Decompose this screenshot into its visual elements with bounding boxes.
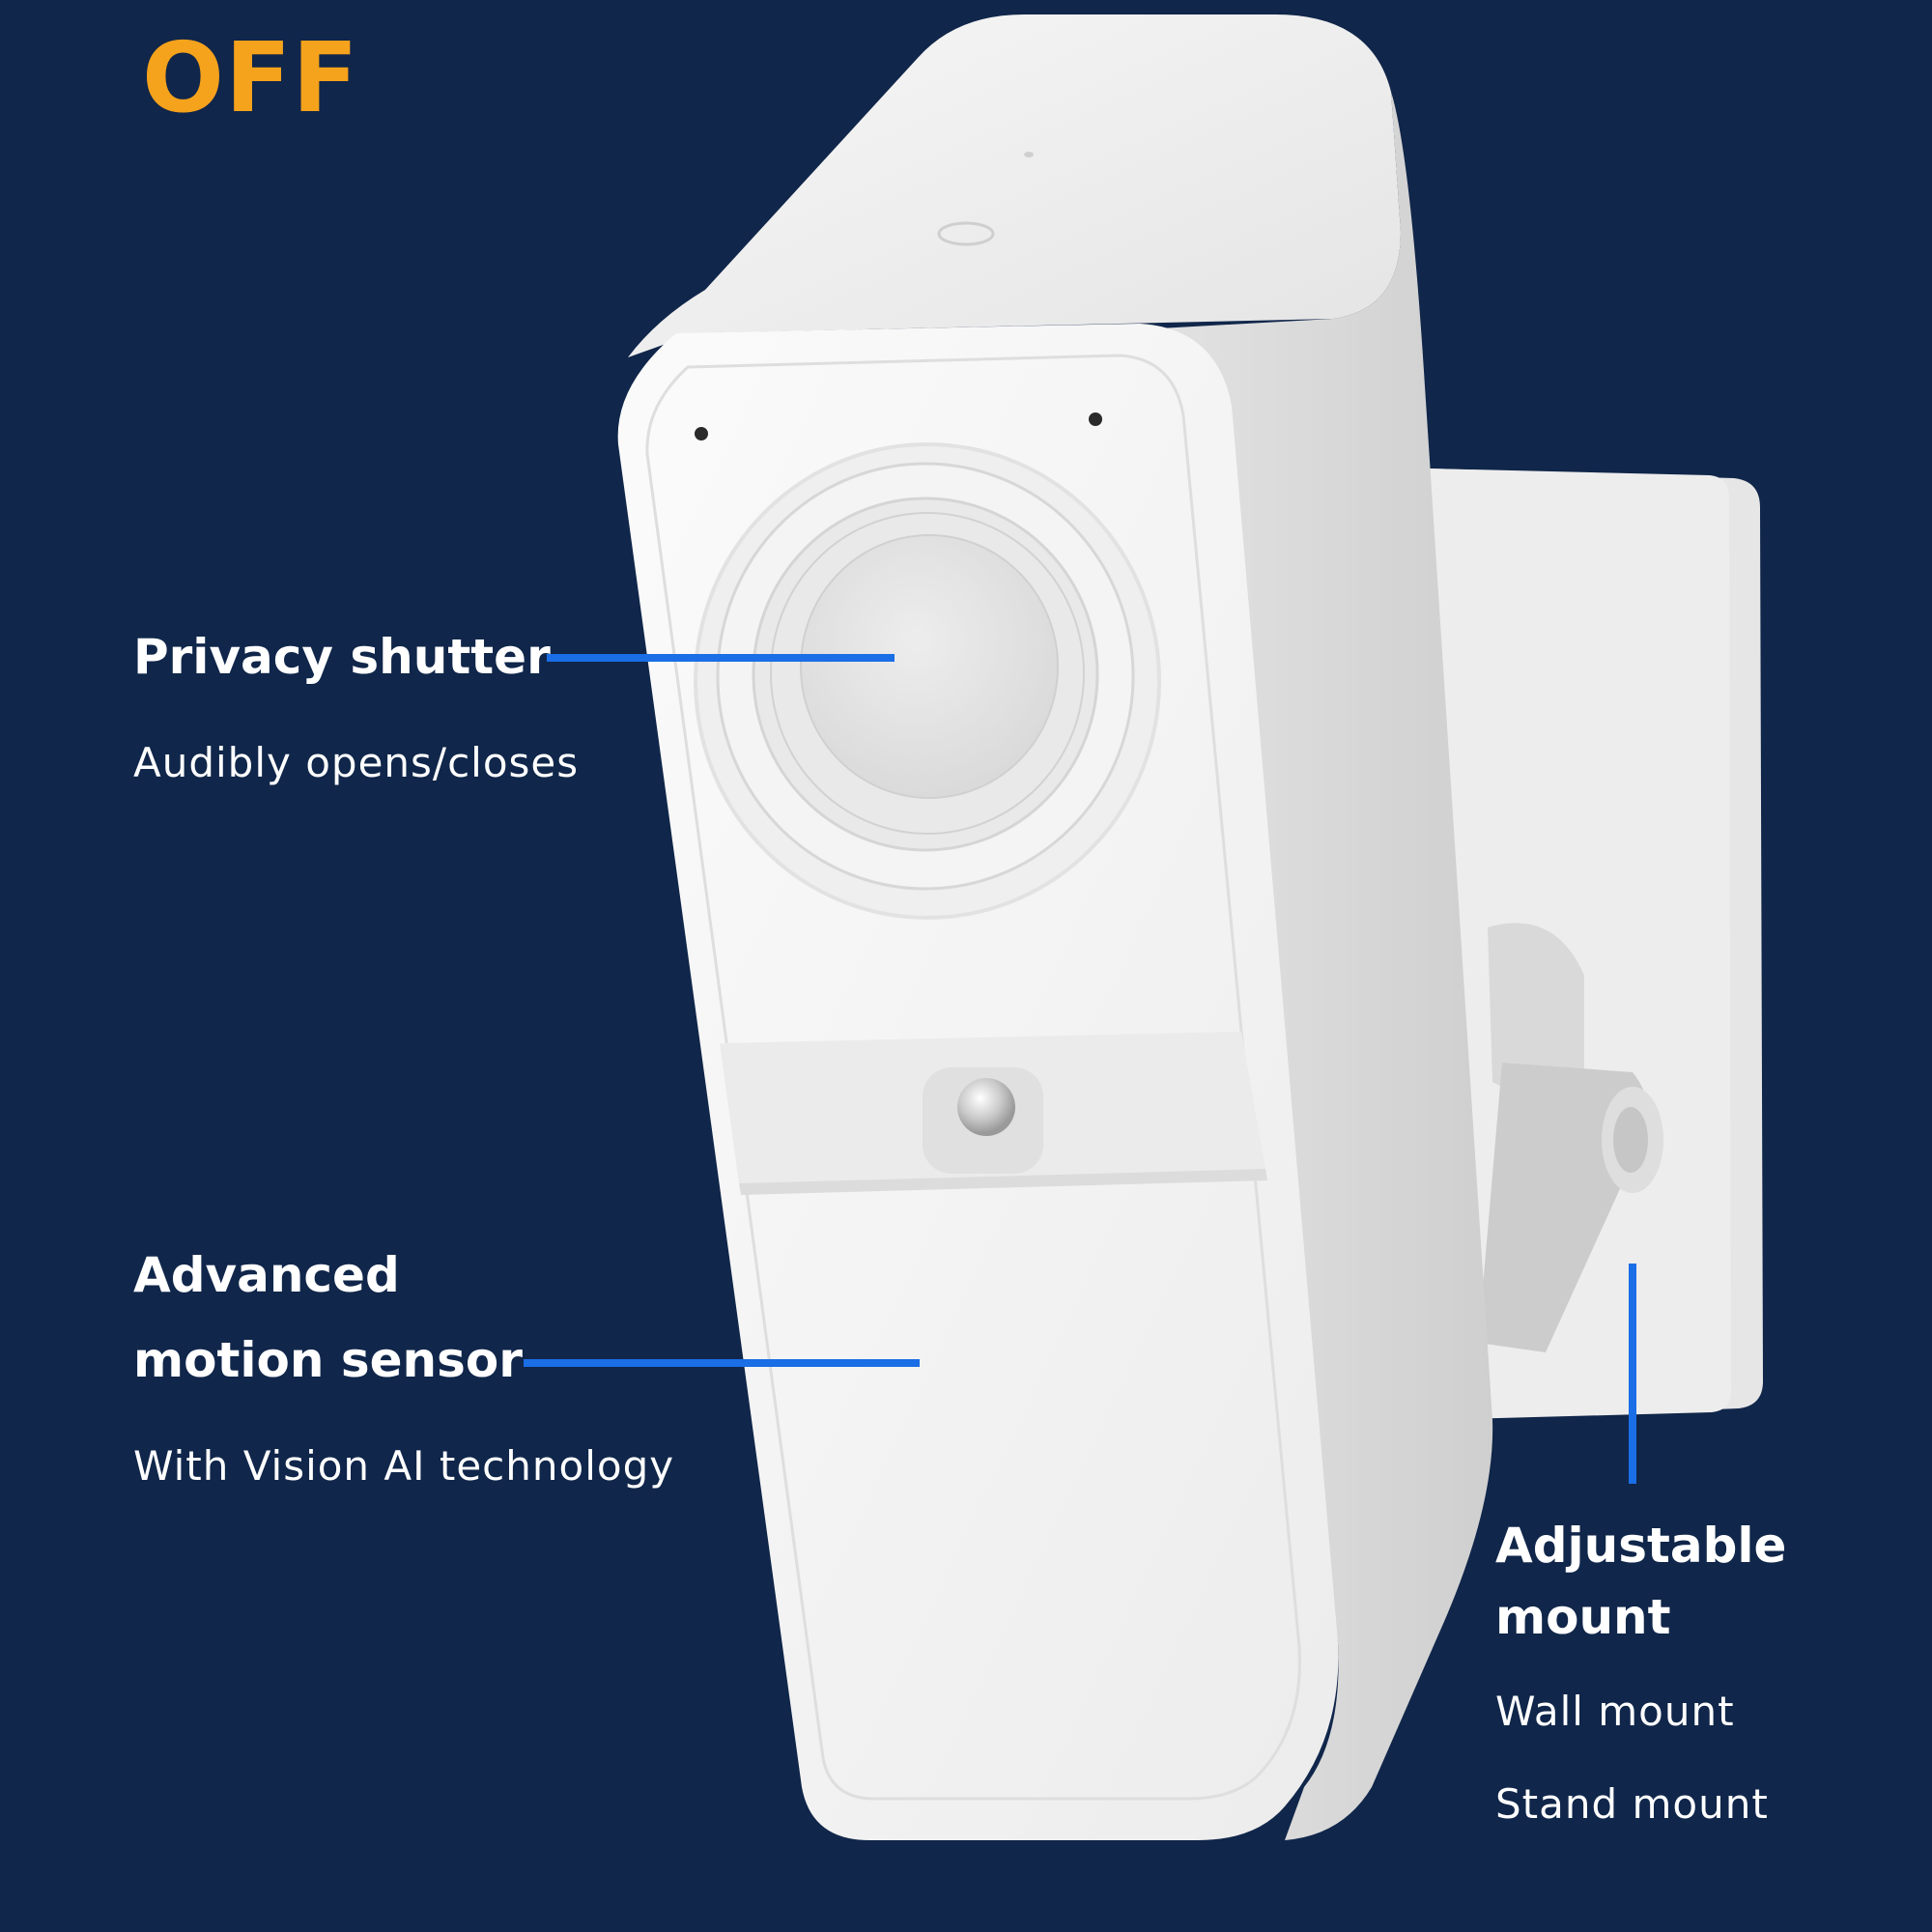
motion-sensor-title-line2: motion sensor — [133, 1332, 523, 1388]
privacy-shutter-leader-line — [547, 654, 895, 662]
motion-sensor-title-line1: Advanced — [133, 1247, 400, 1303]
mount-option-stand: Stand mount — [1495, 1780, 1769, 1828]
status-label: OFF — [142, 21, 359, 134]
mount-option-wall: Wall mount — [1495, 1688, 1735, 1735]
mount-arm — [1478, 923, 1663, 1352]
privacy-shutter-subtitle: Audibly opens/closes — [133, 739, 580, 786]
motion-sensor-subtitle: With Vision AI technology — [133, 1442, 675, 1490]
motion-sensor-band — [720, 1032, 1267, 1195]
privacy-shutter-lens — [694, 442, 1161, 920]
mount-title-line2: mount — [1495, 1589, 1671, 1645]
camera-body — [617, 14, 1493, 1840]
privacy-shutter-title: Privacy shutter — [133, 629, 551, 685]
motion-sensor-leader-line — [524, 1359, 920, 1367]
mount-title-line1: Adjustable — [1495, 1518, 1787, 1574]
mount-leader-line — [1629, 1264, 1636, 1484]
